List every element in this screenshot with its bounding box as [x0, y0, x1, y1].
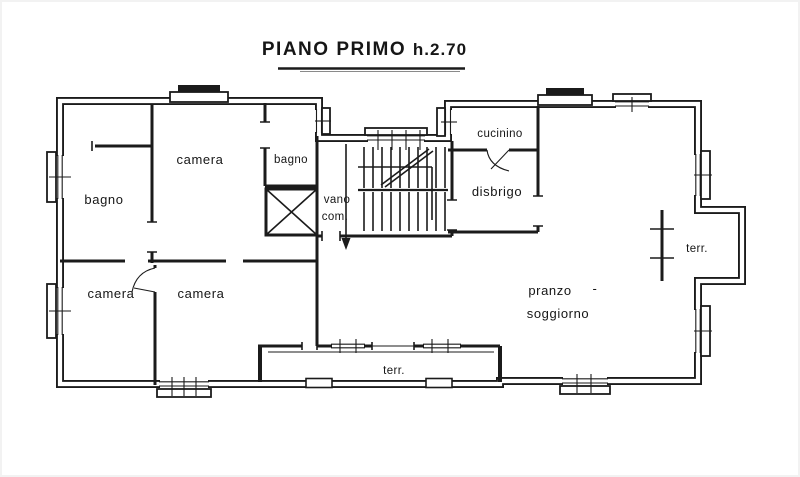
room-label-cucinino: cucinino — [477, 128, 522, 140]
window-left-upper — [46, 151, 71, 203]
window-right-upper — [692, 150, 712, 200]
window-recess-right — [436, 107, 457, 137]
chimneys — [169, 85, 593, 106]
stair-break-line — [380, 148, 434, 188]
interior-walls — [60, 103, 664, 385]
windows — [46, 93, 712, 398]
room-label-disbrigo: disbrigo — [472, 184, 522, 199]
window-right-lower — [692, 305, 712, 357]
window-stair-landing — [364, 127, 428, 150]
terrace-rail — [268, 351, 494, 389]
room-labels: bagno camera bagno vano com. cucinino di… — [84, 128, 707, 377]
room-label-camera-bottom-left: camera — [88, 286, 135, 301]
stair-arrow-head-icon — [341, 238, 351, 250]
window-pranzo-terrace-b — [423, 339, 461, 353]
staircase — [341, 144, 448, 250]
window-top-pranzo — [612, 93, 652, 112]
room-label-soggiorno: soggiorno — [527, 306, 590, 321]
window-bottom-right — [559, 374, 611, 395]
room-label-bagno-top-left: bagno — [84, 192, 123, 207]
room-label-pranzo: pranzo — [528, 283, 571, 298]
room-label-vano-com-1: vano — [324, 194, 351, 206]
chimney-icon-left — [178, 85, 220, 92]
door-arc-cucinino — [486, 149, 510, 172]
stair-treads-lower — [363, 192, 446, 231]
terrace-rail-post — [425, 377, 453, 389]
window-terrace-right-ticks — [650, 228, 674, 259]
title-height-note: h.2.70 — [413, 40, 467, 59]
door-ticks-camera-top — [147, 221, 157, 253]
chimney-box-left — [169, 91, 229, 103]
outer-wall-core — [57, 98, 745, 387]
window-left-lower — [46, 283, 71, 339]
outer-walls — [56, 97, 746, 388]
room-label-vano-com-2: com. — [322, 211, 349, 223]
window-recess-left — [313, 107, 331, 135]
page-title: PIANO PRIMO — [262, 39, 406, 60]
room-label-camera-bottom-middle: camera — [178, 286, 225, 301]
room-label-terrace-right: terr. — [686, 243, 708, 255]
door-ticks-camera-bm — [301, 342, 318, 350]
door-ticks-disbrigo — [533, 195, 543, 227]
title-block: PIANO PRIMO h.2.70 — [262, 39, 467, 72]
room-label-pranzo-dash: - — [593, 281, 598, 296]
chimney-icon-right — [546, 88, 584, 95]
door-ticks-bagno-small — [260, 121, 270, 149]
chimney-box-right — [537, 94, 593, 106]
terrace-rail-post — [305, 377, 333, 389]
outer-wall-path — [56, 97, 746, 388]
door-ticks-vano — [321, 231, 341, 241]
elevator-x-icon — [265, 188, 318, 236]
stair-direction-line — [358, 166, 433, 220]
window-bottom-left — [156, 377, 212, 398]
doors — [91, 121, 543, 350]
room-label-bagno-small: bagno — [274, 154, 308, 166]
room-label-terrace-bottom: terr. — [383, 365, 405, 377]
door-ticks-stair-east — [447, 199, 457, 231]
elevator-shaft — [264, 187, 319, 237]
window-pranzo-terrace-a — [331, 339, 365, 353]
door-arc-camera — [131, 267, 156, 293]
room-label-camera-top: camera — [177, 152, 224, 167]
